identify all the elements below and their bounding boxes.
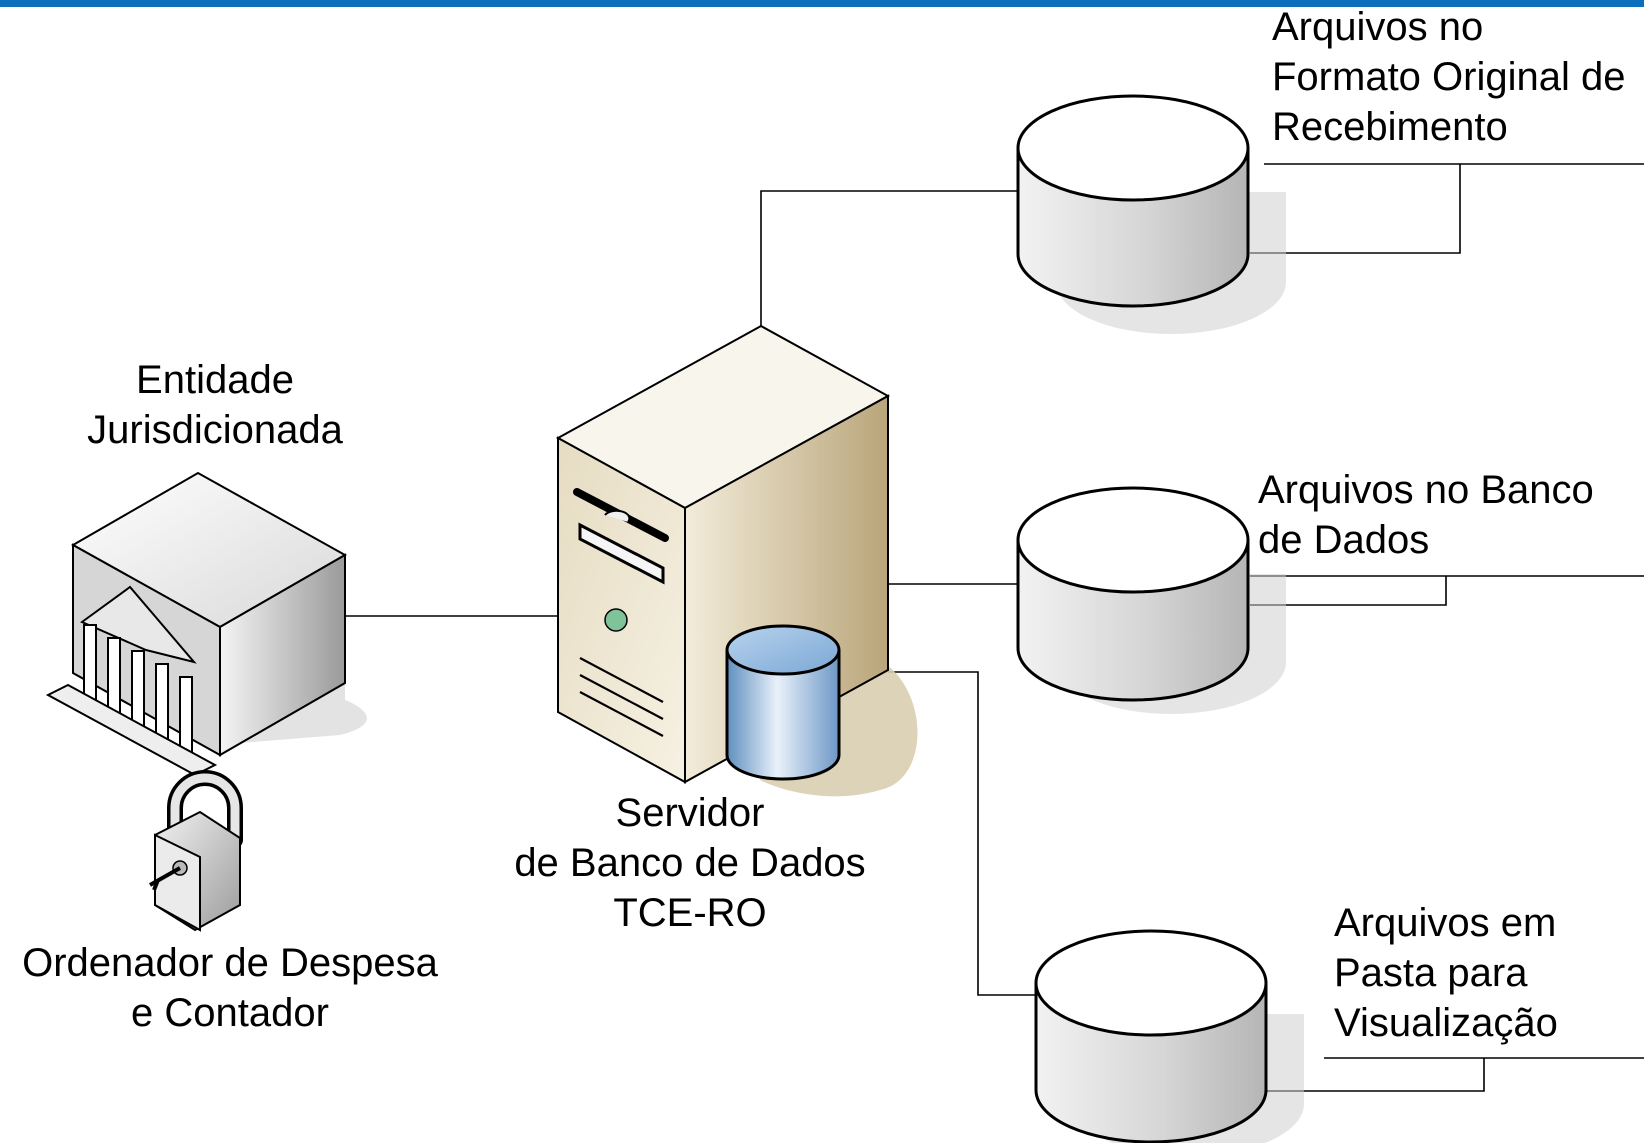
building-roof [80, 585, 197, 664]
store-original-label: Arquivos no Formato Original de Recebime… [1272, 2, 1642, 152]
store-folder-label-line1: Arquivos em [1334, 901, 1557, 945]
owner-label-line1: Ordenador de Despesa [22, 941, 438, 985]
callout-store-database [1250, 575, 1644, 606]
store-folder-label: Arquivos em Pasta para Visualização [1334, 898, 1634, 1048]
storage-cylinder-icon [1016, 94, 1286, 334]
vent-lines [579, 657, 664, 737]
server-label: Servidor de Banco de Dados TCE-RO [490, 788, 890, 938]
entity-label-line2: Jurisdicionada [87, 408, 343, 452]
server-label-line2: de Banco de Dados [514, 841, 866, 885]
store-original-label-line2: Formato Original de [1272, 55, 1626, 99]
store-original-label-line1: Arquivos no [1272, 5, 1484, 49]
tower-server-icon [555, 324, 918, 797]
entity-label: Entidade Jurisdicionada [40, 355, 390, 455]
server-label-line1: Servidor [615, 791, 765, 835]
callout-store-original [1250, 163, 1644, 254]
server-label-line3: TCE-RO [613, 891, 767, 935]
owner-label-line2: e Contador [131, 991, 329, 1035]
store-original-label-line3: Recebimento [1272, 105, 1508, 149]
connector-server-store-folder [888, 671, 1036, 996]
store-folder-label-line2: Pasta para [1334, 951, 1528, 995]
store-folder-label-line3: Visualização [1334, 1001, 1558, 1045]
padlock-key-icon [149, 770, 243, 932]
drive-bay-button [604, 509, 631, 523]
callout-store-folder [1264, 1057, 1644, 1092]
drive-bay-2 [578, 522, 665, 585]
store-database-label: Arquivos no Banco de Dados [1258, 465, 1638, 565]
storage-cylinder-icon [1034, 929, 1304, 1143]
storage-cylinder-icon [1016, 486, 1286, 714]
power-led [604, 608, 628, 632]
connectors [345, 163, 1644, 1092]
building-side [219, 553, 346, 757]
owner-label: Ordenador de Despesa e Contador [0, 938, 460, 1038]
database-cylinder-icon [725, 624, 841, 781]
building-columns [83, 624, 193, 756]
entity-label-line1: Entidade [136, 358, 294, 402]
building-icon [45, 471, 367, 777]
store-database-label-line2: de Dados [1258, 518, 1430, 562]
building-steps [45, 683, 218, 777]
store-database-label-line1: Arquivos no Banco [1258, 468, 1594, 512]
connector-server-store-original [760, 190, 1018, 326]
top-border [0, 0, 1644, 7]
